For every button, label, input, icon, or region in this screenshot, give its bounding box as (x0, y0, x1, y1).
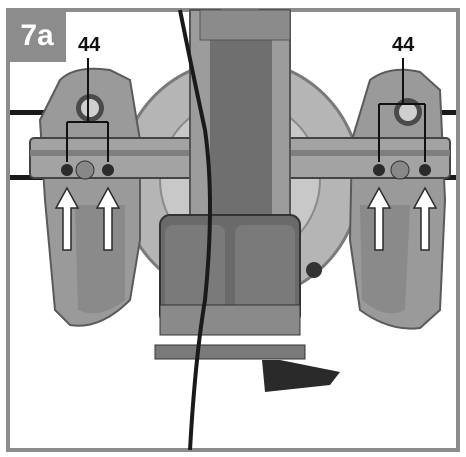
callout-lines-right (378, 58, 426, 162)
fence-screws (61, 164, 431, 176)
arrow-up-4 (412, 186, 438, 251)
callout-44-right: 44 (392, 34, 415, 56)
power-cord (178, 9, 212, 451)
figure-label: 7a (8, 10, 66, 62)
clamp-lever (262, 360, 340, 392)
up-arrows (54, 186, 438, 251)
arrow-up-3 (366, 186, 392, 251)
arrow-up-1 (54, 186, 80, 251)
callout-lines-left (66, 58, 109, 162)
callout-44-left: 44 (78, 34, 101, 56)
arrow-up-2 (95, 186, 121, 251)
